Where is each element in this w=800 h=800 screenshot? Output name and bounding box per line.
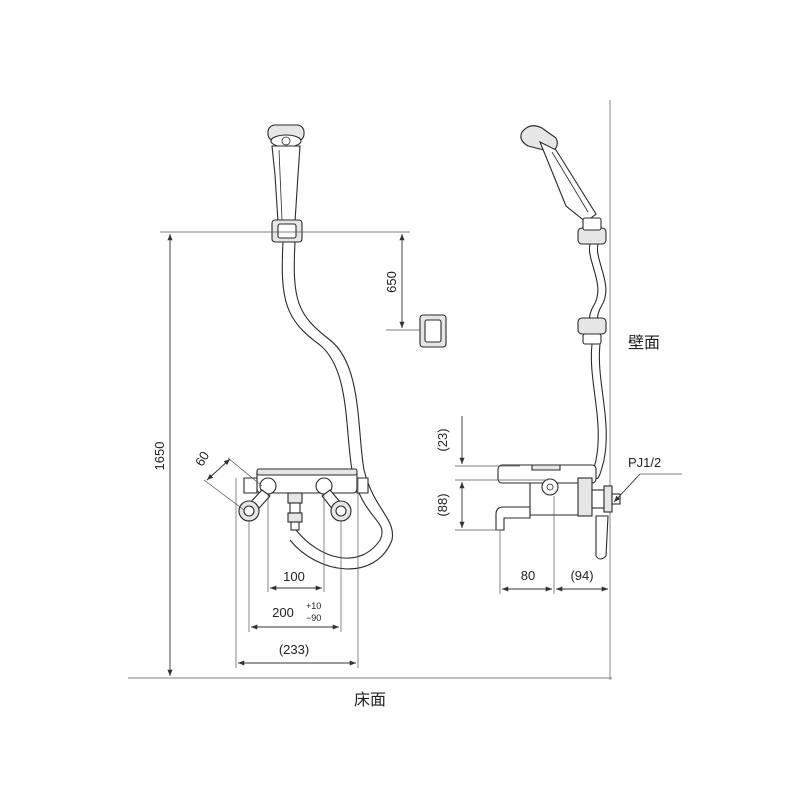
- shower-head: [267, 124, 305, 223]
- side-view: (23) (88) 80 (94) PJ1/2: [435, 125, 682, 594]
- dim-inlet-pitch: 200 +10 −90: [251, 601, 339, 630]
- dim-inlet-tol-minus: −90: [306, 613, 321, 623]
- lower-hose-holder: [419, 314, 447, 348]
- dim-total-height: 1650: [152, 234, 173, 676]
- right-elbow-fitting: [315, 477, 352, 522]
- dim-tilt: 60: [192, 449, 263, 511]
- upper-hose-holder: [271, 219, 303, 243]
- wall-label: 壁面: [628, 333, 660, 352]
- dim-side-horizontal: 80 (94): [499, 496, 608, 594]
- dim-side-vertical: (23) (88): [435, 416, 548, 531]
- side-shower-head: [520, 125, 597, 223]
- hose-connector: [287, 492, 303, 531]
- connection-callout: PJ1/2: [613, 455, 682, 503]
- dim-spout-reach-label: 80: [521, 568, 535, 583]
- dim-center-spacing-label: 100: [283, 569, 305, 584]
- floor-label: 床面: [354, 691, 386, 709]
- dim-tilt-label: 60: [192, 449, 212, 469]
- side-lower-holder: [577, 317, 607, 345]
- front-view: 650 1650 60 100 200 +10: [152, 124, 447, 676]
- left-elbow-fitting: [238, 477, 277, 522]
- connection-label: PJ1/2: [628, 455, 661, 470]
- dim-total-height-label: 1650: [152, 442, 167, 471]
- dim-hook-spacing: 650: [160, 231, 420, 331]
- dim-overall-width: (233): [238, 642, 356, 666]
- dim-wall-projection-label: (94): [570, 568, 593, 583]
- dim-hook-spacing-label: 650: [384, 271, 399, 293]
- dim-top-offset-label: (23): [435, 428, 450, 451]
- dim-center-spacing: 100: [270, 569, 322, 591]
- side-mixer-body: [495, 464, 621, 560]
- dim-inlet-tol-plus: +10: [306, 601, 321, 611]
- dim-overall-width-label: (233): [279, 642, 309, 657]
- side-upper-holder: [577, 217, 607, 245]
- dim-body-height-label: (88): [435, 493, 450, 516]
- dim-inlet-pitch-label: 200: [272, 605, 294, 620]
